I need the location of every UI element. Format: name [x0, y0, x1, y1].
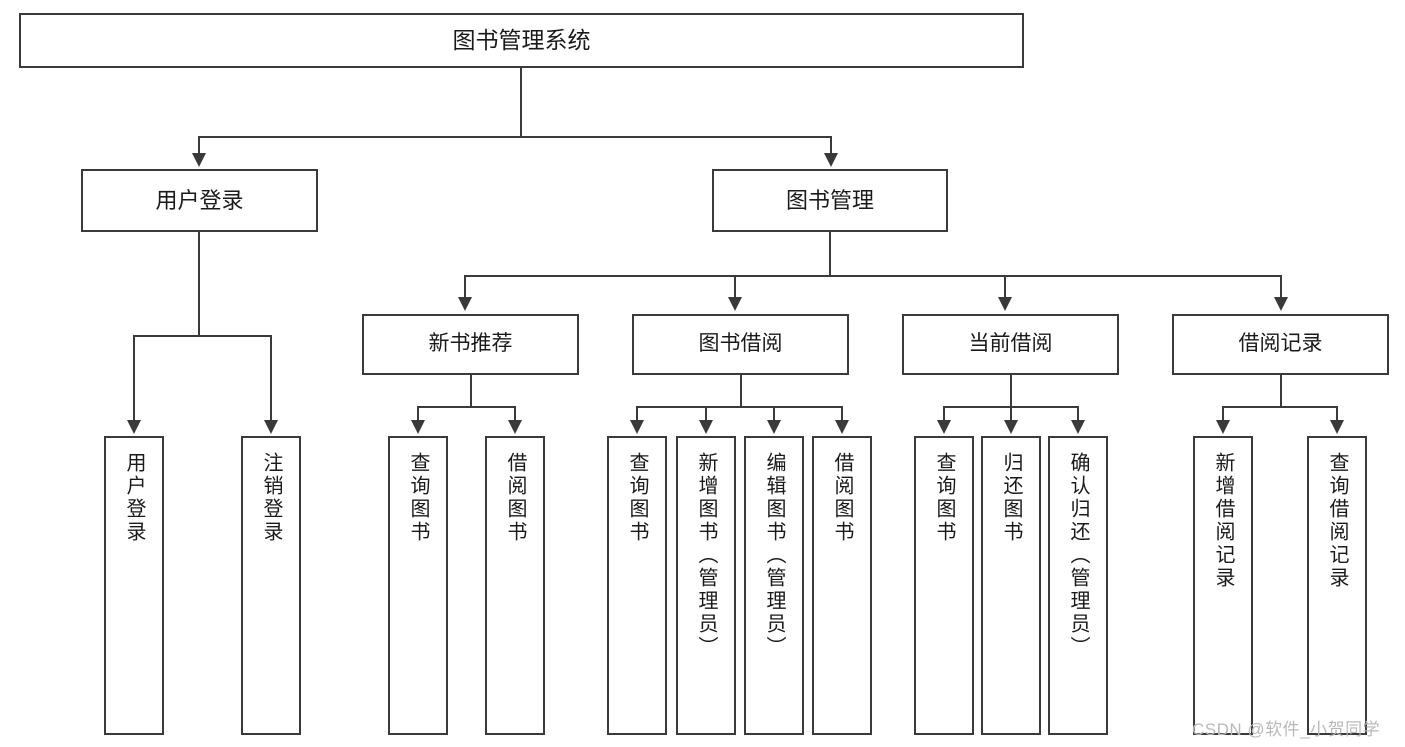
connector-current-borrow-stem	[1010, 375, 1012, 407]
node-leaf-logout[interactable]: 注销登录	[241, 436, 301, 735]
node-current-borrow[interactable]: 当前借阅	[902, 314, 1119, 375]
arrowhead-cb-to-leaf-3	[1071, 420, 1085, 434]
csdn-watermark: CSDN @软件_小贺同学	[1192, 720, 1381, 739]
node-leaf-borrow-book-2[interactable]: 借阅图书	[812, 436, 872, 735]
connector-bb-to-leaf-2	[705, 406, 707, 422]
node-label: 借阅记录	[1238, 332, 1323, 356]
arrowhead-bm-to-book-borrow	[728, 297, 742, 311]
connector-bb-to-leaf-1	[636, 406, 638, 422]
arrowhead-new-book-to-leaf-1	[411, 420, 425, 434]
arrowhead-bm-to-borrow-record	[1274, 297, 1288, 311]
arrowhead-root-to-book-management	[824, 153, 838, 167]
arrowhead-user-login-to-leaf-2	[264, 420, 278, 434]
node-label: 借阅图书	[831, 452, 853, 544]
connector-cb-to-leaf-3	[1077, 406, 1079, 422]
node-leaf-confirm-return-admin[interactable]: 确认归还（管理员）	[1048, 436, 1108, 735]
connector-borrow-record-stem	[1280, 375, 1282, 407]
arrowhead-bb-to-leaf-4	[835, 420, 849, 434]
arrowhead-new-book-to-leaf-2	[508, 420, 522, 434]
connector-new-book-to-leaf-2	[514, 406, 516, 422]
arrowhead-bb-to-leaf-2	[699, 420, 713, 434]
connector-new-book-bus	[417, 406, 516, 408]
node-label: 归还图书	[1000, 452, 1022, 544]
connector-bm-to-current-borrow	[1004, 275, 1006, 299]
connector-br-to-leaf-2	[1336, 406, 1338, 422]
node-label: 编辑图书（管理员）	[763, 452, 785, 659]
node-root-book-management-system[interactable]: 图书管理系统	[19, 13, 1024, 68]
connector-user-login-to-leaf-2	[270, 335, 272, 422]
node-leaf-user-login[interactable]: 用户登录	[104, 436, 164, 735]
node-label: 确认归还（管理员）	[1067, 452, 1089, 659]
connector-root-stem	[520, 68, 522, 137]
connector-book-management-bus	[464, 275, 1281, 277]
node-leaf-add-book-admin[interactable]: 新增图书（管理员）	[676, 436, 736, 735]
node-leaf-query-record[interactable]: 查询借阅记录	[1307, 436, 1367, 735]
node-leaf-edit-book-admin[interactable]: 编辑图书（管理员）	[744, 436, 804, 735]
connector-bm-to-borrow-record	[1280, 275, 1282, 299]
node-label: 图书管理	[785, 187, 874, 213]
connector-user-login-to-leaf-1	[133, 335, 135, 422]
arrowhead-user-login-to-leaf-1	[127, 420, 141, 434]
node-book-borrow[interactable]: 图书借阅	[632, 314, 849, 375]
node-leaf-query-book-1[interactable]: 查询图书	[388, 436, 448, 735]
connector-bb-to-leaf-4	[841, 406, 843, 422]
connector-bb-to-leaf-3	[773, 406, 775, 422]
arrowhead-cb-to-leaf-1	[937, 420, 951, 434]
node-new-book-recommend[interactable]: 新书推荐	[362, 314, 579, 375]
node-leaf-add-record[interactable]: 新增借阅记录	[1193, 436, 1253, 735]
arrowhead-bm-to-current-borrow	[998, 297, 1012, 311]
arrowhead-bb-to-leaf-1	[630, 420, 644, 434]
connector-br-to-leaf-1	[1222, 406, 1224, 422]
node-book-management[interactable]: 图书管理	[712, 169, 948, 232]
connector-user-login-stem	[198, 232, 200, 336]
connector-bm-to-new-book	[464, 275, 466, 299]
connector-book-management-stem	[829, 232, 831, 276]
connector-book-borrow-stem	[740, 375, 742, 407]
node-leaf-query-book-3[interactable]: 查询图书	[914, 436, 974, 735]
node-label: 借阅图书	[504, 452, 526, 544]
node-label: 查询图书	[933, 452, 955, 544]
connector-root-to-user-login	[198, 136, 200, 155]
arrowhead-bm-to-new-book	[458, 297, 472, 311]
node-label: 查询图书	[407, 452, 429, 544]
node-label: 查询图书	[626, 452, 648, 544]
node-user-login[interactable]: 用户登录	[81, 169, 318, 232]
node-label: 图书管理系统	[452, 26, 591, 53]
arrowhead-br-to-leaf-2	[1330, 420, 1344, 434]
node-leaf-return-book[interactable]: 归还图书	[981, 436, 1041, 735]
node-label: 新增图书（管理员）	[695, 452, 717, 659]
node-leaf-borrow-book-1[interactable]: 借阅图书	[485, 436, 545, 735]
connector-bm-to-book-borrow	[734, 275, 736, 299]
connector-new-book-to-leaf-1	[417, 406, 419, 422]
connector-root-bus	[198, 136, 832, 138]
arrowhead-br-to-leaf-1	[1216, 420, 1230, 434]
arrowhead-root-to-user-login	[192, 153, 206, 167]
node-leaf-query-book-2[interactable]: 查询图书	[607, 436, 667, 735]
node-borrow-record[interactable]: 借阅记录	[1172, 314, 1389, 375]
node-label: 图书借阅	[698, 332, 783, 356]
connector-root-to-book-management	[830, 136, 832, 155]
node-label: 新书推荐	[428, 332, 513, 356]
node-label: 当前借阅	[968, 332, 1053, 356]
node-label: 查询借阅记录	[1326, 452, 1348, 590]
arrowhead-cb-to-leaf-2	[1004, 420, 1018, 434]
arrowhead-bb-to-leaf-3	[767, 420, 781, 434]
connector-user-login-bus	[133, 335, 272, 337]
connector-borrow-record-bus	[1222, 406, 1338, 408]
connector-cb-to-leaf-1	[943, 406, 945, 422]
node-label: 新增借阅记录	[1212, 452, 1234, 590]
connector-book-borrow-bus	[636, 406, 843, 408]
connector-new-book-stem	[470, 375, 472, 407]
node-label: 用户登录	[123, 452, 145, 544]
connector-cb-to-leaf-2	[1010, 406, 1012, 422]
node-label: 用户登录	[155, 187, 244, 213]
node-label: 注销登录	[260, 452, 282, 544]
